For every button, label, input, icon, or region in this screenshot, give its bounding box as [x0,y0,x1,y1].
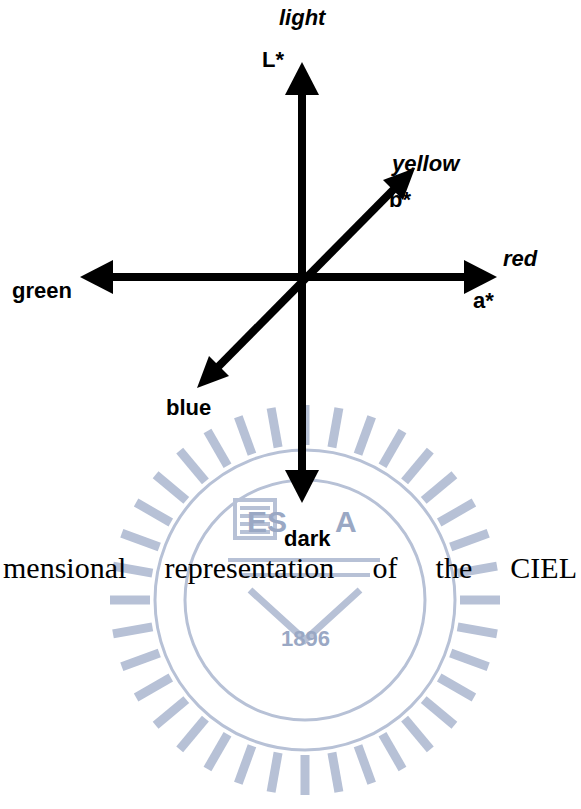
logo-ring [155,450,455,750]
axis-end-label: red [503,247,537,271]
logo-ray [110,596,150,605]
logo-ray [358,417,372,455]
b-axis [216,187,396,369]
logo-ray [439,678,474,698]
watermark-text: 1896 [281,627,330,651]
logo-ray [301,755,310,795]
logo-ray [451,653,489,667]
logo-ray [405,451,431,482]
logo-ray [451,533,489,547]
logo-ray [383,734,403,769]
logo-ray [383,431,403,466]
logo-ray [208,431,228,466]
logo-ray [424,700,455,726]
logo-ray [122,533,160,547]
axis-end-label: yellow [392,152,459,176]
logo-ray [460,596,500,605]
axis-name: b* [389,188,411,212]
axis-end-label: dark [284,527,330,551]
logo-ring [185,480,425,720]
watermark-text: ES [247,505,287,538]
watermark-text: A [335,505,357,538]
logo-ray [136,503,171,523]
logo-ray [271,753,278,792]
logo-ray [238,746,252,784]
logo-ray [180,719,206,750]
logo-ray [332,408,339,447]
a-axis [107,273,470,281]
logo-ray [180,451,206,482]
axis-name: L* [262,48,284,72]
logo-ray [439,503,474,523]
logo-ray [238,417,252,455]
axis-name: a* [473,289,494,313]
axis-end-label: light [279,6,325,30]
logo-ray [156,475,187,501]
logo-ray [458,627,497,634]
logo-ray [332,753,339,792]
axis-end-label: green [12,279,72,303]
arrowheads [80,62,497,503]
logo-ray [358,746,372,784]
axis-end-label: blue [166,396,211,420]
figure-caption: mensional representation of the CIEL [3,551,577,584]
logo-ray [113,627,152,634]
logo-ray [136,678,171,698]
logo-ray [405,719,431,750]
logo-ray [208,734,228,769]
logo-ray [271,408,278,447]
logo-ray [122,653,160,667]
logo-ray [156,700,187,726]
logo-ray [424,475,455,501]
